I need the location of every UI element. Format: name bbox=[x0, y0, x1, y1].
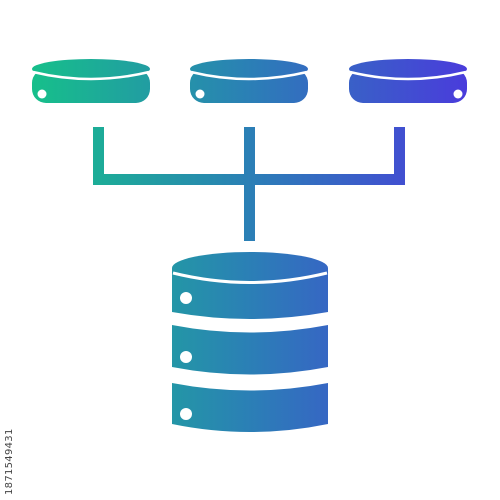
indicator-dot bbox=[195, 89, 205, 99]
stock-id-watermark: 1871549431 bbox=[4, 428, 15, 495]
indicator-dot bbox=[453, 89, 463, 99]
main-database-stack bbox=[172, 252, 328, 432]
indicator-dot bbox=[180, 292, 192, 304]
source-disk-right bbox=[349, 59, 467, 103]
indicator-dot bbox=[180, 408, 192, 420]
source-disk-center bbox=[190, 59, 308, 103]
connector-lines bbox=[93, 127, 405, 241]
source-disk-left bbox=[32, 59, 150, 103]
indicator-dot bbox=[180, 351, 192, 363]
indicator-dot bbox=[37, 89, 47, 99]
